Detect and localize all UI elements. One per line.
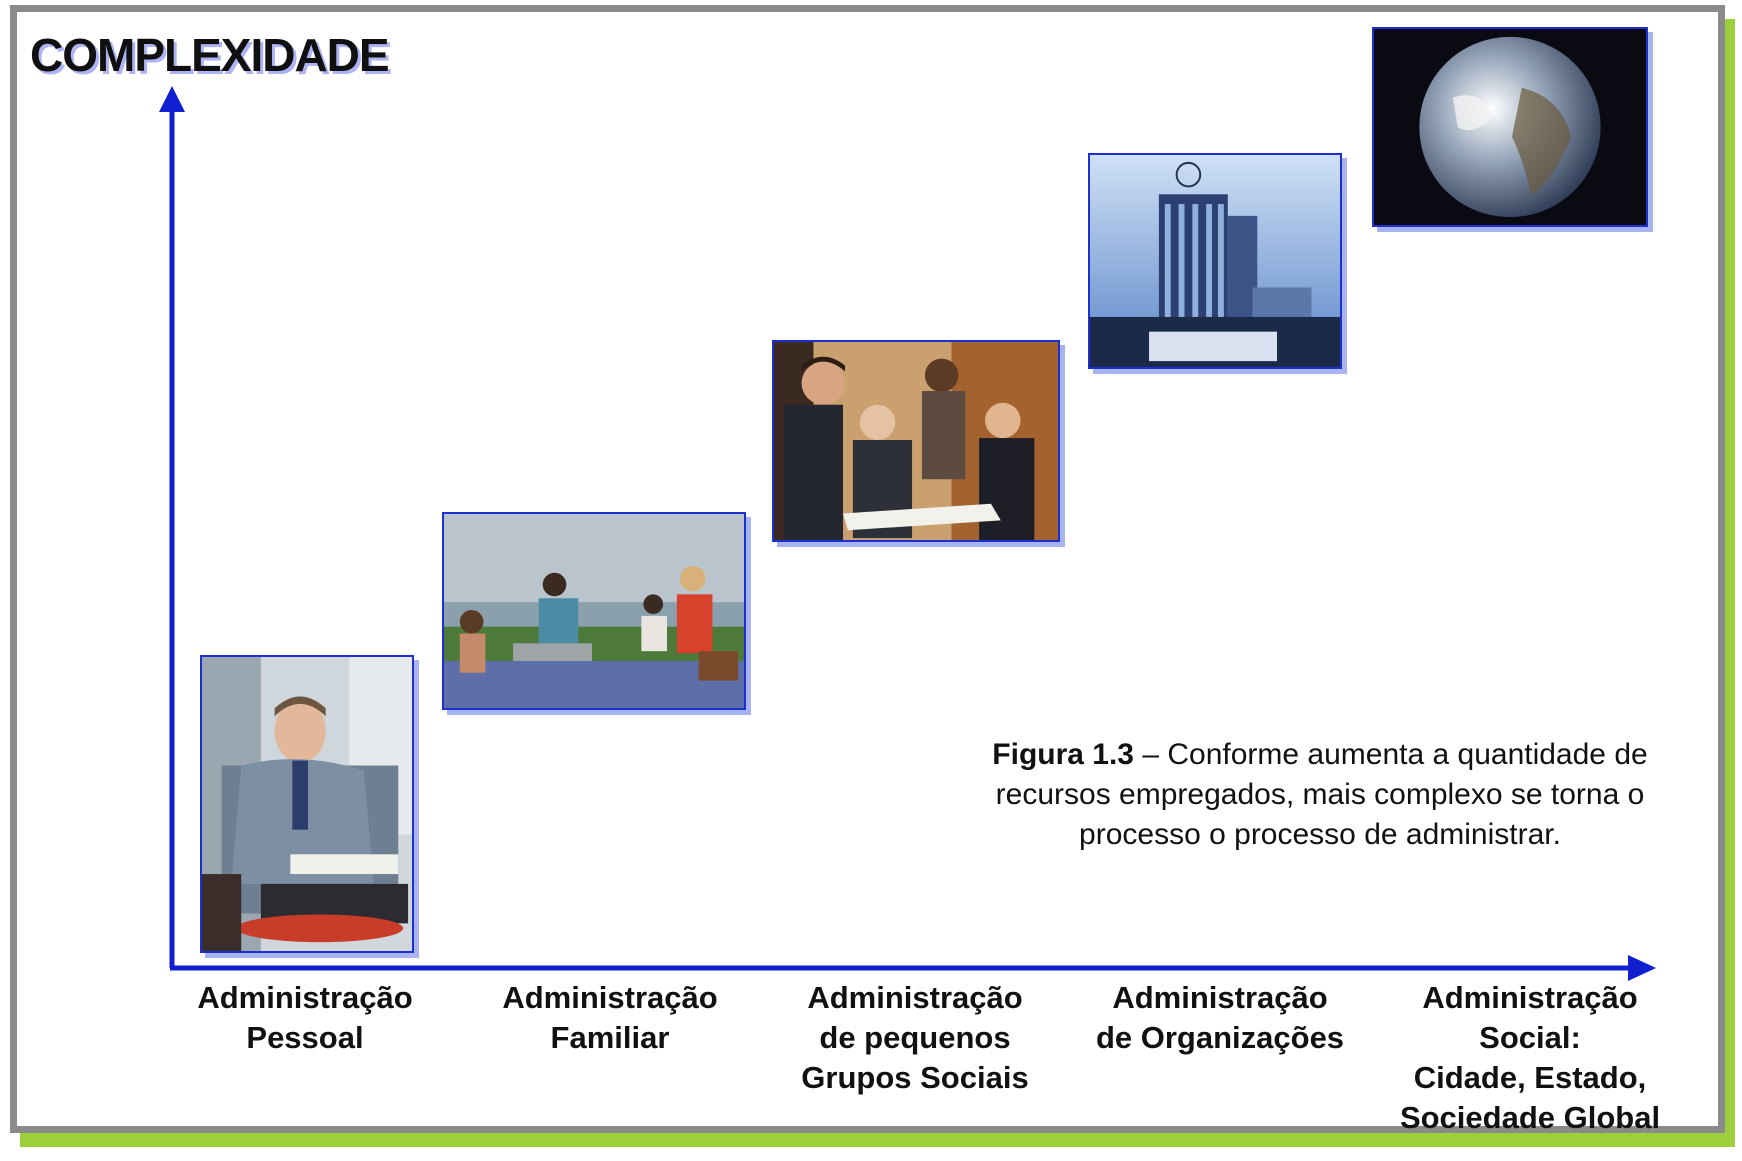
corporate-building-photo [1088, 153, 1342, 369]
stage-label-familiar: Administração Familiar [502, 980, 718, 1055]
figure-caption-text: – Conforme aumenta a quantidade de recur… [995, 738, 1648, 851]
stage-label-organizacoes: Administração de Organizações [1095, 980, 1345, 1055]
figure-caption: Figura 1.3 – Conforme aumenta a quantida… [990, 735, 1650, 855]
y-axis-title: COMPLEXIDADE [30, 29, 390, 81]
x-axis-arrowhead [1628, 955, 1656, 981]
family-picnic-photo [442, 512, 746, 710]
businessman-photo [200, 655, 414, 953]
stage-label-social: Administração Social: Cidade, Estado, So… [1399, 980, 1661, 1135]
stage-label-pequenos-grupos: Administração de pequenos Grupos Sociais [801, 980, 1029, 1095]
y-axis-arrowhead [159, 86, 185, 112]
stage-label-pessoal: Administração Pessoal [197, 980, 413, 1055]
business-meeting-photo [772, 340, 1060, 542]
earth-globe-photo [1372, 27, 1648, 227]
figure-label: Figura 1.3 [992, 738, 1134, 771]
